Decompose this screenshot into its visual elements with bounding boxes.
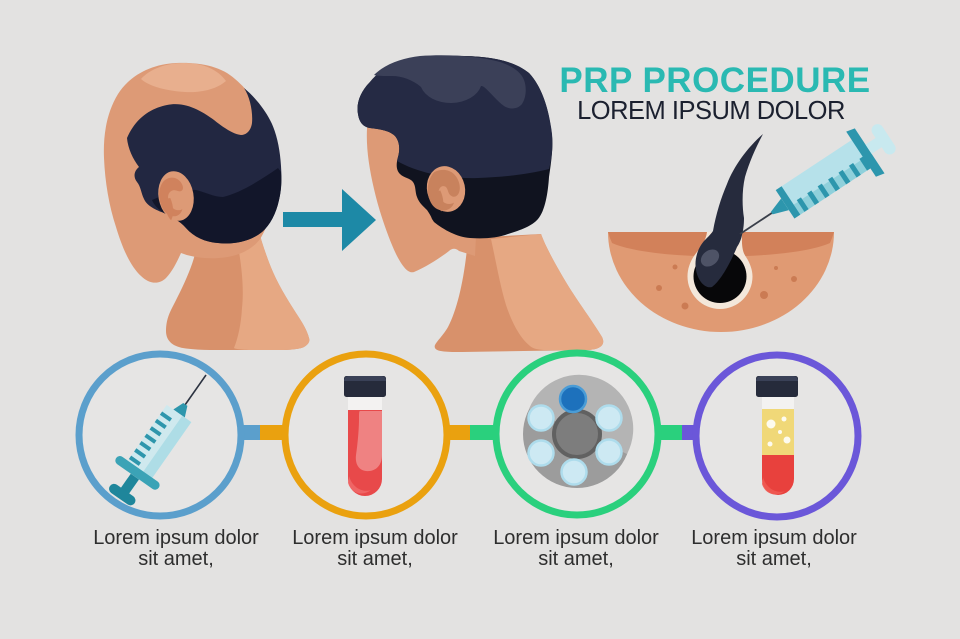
svg-text:Lorem ipsum dolor: Lorem ipsum dolor	[292, 527, 458, 549]
svg-text:sit amet,: sit amet,	[138, 548, 214, 570]
svg-text:sit amet,: sit amet,	[538, 548, 614, 570]
svg-text:Lorem ipsum dolor: Lorem ipsum dolor	[93, 527, 259, 549]
svg-text:Lorem ipsum dolor: Lorem ipsum dolor	[691, 527, 857, 549]
svg-text:LOREM IPSUM DOLOR: LOREM IPSUM DOLOR	[577, 97, 845, 125]
svg-text:sit amet,: sit amet,	[736, 548, 812, 570]
svg-text:Lorem ipsum dolor: Lorem ipsum dolor	[493, 527, 659, 549]
svg-text:sit amet,: sit amet,	[337, 548, 413, 570]
svg-text:PRP PROCEDURE: PRP PROCEDURE	[559, 61, 870, 100]
